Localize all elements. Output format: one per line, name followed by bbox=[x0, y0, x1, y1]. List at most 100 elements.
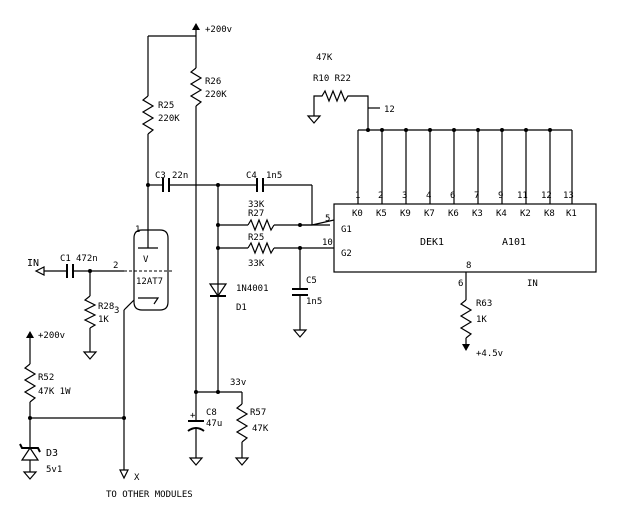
capacitor-c3: C3 22n bbox=[146, 171, 218, 192]
ic-pin-num: 11 bbox=[517, 191, 528, 201]
ic-g1: G1 bbox=[341, 225, 352, 235]
r26-ref: R26 bbox=[205, 77, 221, 87]
capacitor-c5: C5 1n5 bbox=[292, 248, 322, 338]
ic-part: A101 bbox=[502, 237, 526, 248]
x-label: X bbox=[134, 473, 140, 483]
ic-pin10: 10 bbox=[322, 238, 333, 248]
capacitor-c4: C4 1n5 bbox=[216, 171, 313, 225]
r52-ref: R52 bbox=[38, 373, 54, 383]
tube-ref: 12AT7 bbox=[136, 277, 163, 287]
r28-value: 1K bbox=[98, 315, 109, 325]
ic-key: K4 bbox=[496, 209, 507, 219]
c8-value: 47u bbox=[206, 419, 222, 429]
resistor-rtop: 47K R10 R22 12 bbox=[306, 53, 395, 130]
c4-ref: C4 bbox=[246, 171, 257, 181]
c1-ref: C1 bbox=[60, 254, 71, 264]
ic-pin-num: 4 bbox=[426, 191, 431, 201]
ic-pin-num: 12 bbox=[541, 191, 552, 201]
tube-pin2: 2 bbox=[113, 261, 118, 271]
ic-key: K3 bbox=[472, 209, 483, 219]
ic-dek1: K0 K5 K9 K7 K6 K3 K4 K2 K8 K1 G1 G2 5 10… bbox=[322, 203, 597, 289]
r52-value: 47K 1W bbox=[38, 387, 71, 397]
ic-key: K2 bbox=[520, 209, 531, 219]
tube-pin1: 1 bbox=[135, 225, 140, 235]
r26-value: 220K bbox=[205, 90, 227, 100]
capacitor-c8: + C8 47u bbox=[187, 392, 222, 466]
ic-pin-num: 9 bbox=[498, 191, 503, 201]
x-arrow bbox=[119, 469, 129, 480]
ic-key: K0 bbox=[352, 209, 363, 219]
c3-value: 22n bbox=[172, 171, 188, 181]
r63-value: 1K bbox=[476, 315, 487, 325]
footer-label: TO OTHER MODULES bbox=[106, 490, 193, 500]
in-label: IN bbox=[27, 258, 39, 269]
ic-pin5: 5 bbox=[325, 214, 330, 224]
resistor-r25: R25 220K bbox=[141, 36, 180, 185]
resistor-r28: R28 1K bbox=[82, 271, 114, 360]
rtop-value: 47K bbox=[316, 53, 333, 63]
c5-value: 1n5 bbox=[306, 297, 322, 307]
node-33v: 33v bbox=[194, 378, 246, 394]
rtop-pin12: 12 bbox=[384, 105, 395, 115]
tube-v: V bbox=[143, 255, 149, 265]
resistor-rg1: 33K R27 bbox=[216, 200, 330, 232]
ic-pin8: 8 bbox=[466, 261, 471, 271]
ic-in-label: IN bbox=[527, 279, 538, 289]
tube-pin3: 3 bbox=[114, 306, 119, 316]
tube-12at7: V 12AT7 1 2 3 bbox=[113, 185, 172, 316]
ic-name: DEK1 bbox=[420, 237, 444, 248]
ic-key-bus bbox=[357, 128, 573, 204]
left-supply: +200v R52 47K 1W D3 5v1 bbox=[19, 331, 126, 480]
d1-ref: D1 bbox=[236, 303, 247, 313]
ic-key: K6 bbox=[448, 209, 459, 219]
resistor-rc3: R57 47K bbox=[234, 392, 269, 466]
ic-key: K1 bbox=[566, 209, 577, 219]
resistor-rg2: R25 33K bbox=[216, 233, 334, 269]
supply-left-label: +200v bbox=[38, 331, 65, 341]
r28-ref: R28 bbox=[98, 302, 114, 312]
bias-label: +4.5v bbox=[476, 349, 503, 359]
rg2-value: 33K bbox=[248, 259, 265, 269]
c8-plus: + bbox=[190, 411, 196, 421]
ic-key: K7 bbox=[424, 209, 435, 219]
ic-key: K9 bbox=[400, 209, 411, 219]
diode-d1: 1N4001 D1 bbox=[208, 283, 269, 313]
rg2-ref: R25 bbox=[248, 233, 264, 243]
wire-cathode-tap bbox=[123, 299, 135, 311]
supply-top-label: +200v bbox=[205, 25, 232, 35]
d1-value: 1N4001 bbox=[236, 284, 269, 294]
rc3-value: 47K bbox=[252, 424, 269, 434]
ic-pin-num: 13 bbox=[563, 191, 574, 201]
r63-ref: R63 bbox=[476, 299, 492, 309]
r25-value: 220K bbox=[158, 114, 180, 124]
rg1-value: 33K bbox=[248, 200, 265, 210]
d3-ref: D3 bbox=[46, 448, 58, 459]
ic-pin-num: 6 bbox=[450, 191, 455, 201]
resistor-r63: 6 R63 1K +4.5v bbox=[458, 272, 503, 359]
rc3-ref: R57 bbox=[250, 408, 266, 418]
c5-ref: C5 bbox=[306, 276, 317, 286]
ic-pin-num: 7 bbox=[474, 191, 479, 201]
rg1-ref: R27 bbox=[248, 209, 264, 219]
r25-ref: R25 bbox=[158, 101, 174, 111]
d3-value: 5v1 bbox=[46, 465, 62, 475]
ic-pin-num: 3 bbox=[402, 191, 407, 201]
c4-value: 1n5 bbox=[266, 171, 282, 181]
ic-key: K8 bbox=[544, 209, 555, 219]
resistor-r26: R26 220K bbox=[189, 36, 227, 392]
wire-pin5-tap bbox=[311, 219, 335, 226]
input-c1: IN C1 472n bbox=[27, 254, 124, 278]
ic-g2: G2 bbox=[341, 249, 352, 259]
c1-value: 472n bbox=[76, 254, 98, 264]
rtop-ref: R10 R22 bbox=[313, 74, 351, 84]
supply-top: +200v bbox=[148, 23, 232, 37]
ic-pin-numbers: 1 2 3 4 6 7 9 11 12 13 bbox=[355, 191, 574, 201]
ic-key: K5 bbox=[376, 209, 387, 219]
ic-pin-num: 2 bbox=[378, 191, 383, 201]
ic-pin8b: 6 bbox=[458, 279, 463, 289]
c3-ref: C3 bbox=[155, 171, 166, 181]
ic-pin-num: 1 bbox=[355, 191, 360, 201]
node-33v-label: 33v bbox=[230, 378, 246, 388]
c8-ref: C8 bbox=[206, 408, 217, 418]
